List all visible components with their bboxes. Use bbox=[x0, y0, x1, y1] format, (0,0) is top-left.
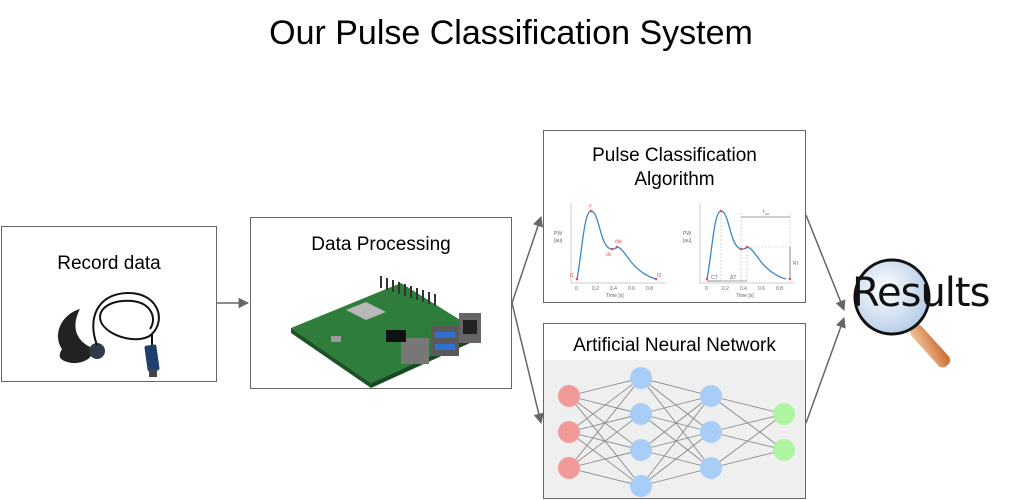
left-xtick: 0.6 bbox=[628, 286, 635, 292]
label-f2: f2 bbox=[657, 273, 661, 279]
results-graphic: Results bbox=[840, 250, 1022, 370]
ann-connection bbox=[568, 377, 642, 469]
label-s: s bbox=[589, 203, 592, 209]
label-dc: dc bbox=[606, 252, 612, 258]
right-yunit: [au] bbox=[683, 238, 692, 244]
left-xtick: 0.8 bbox=[646, 286, 653, 292]
magnifying-glass-icon bbox=[853, 258, 951, 368]
ann-connection bbox=[640, 395, 712, 487]
left-xtick: 0 bbox=[575, 286, 578, 292]
ann-input-node bbox=[558, 457, 580, 479]
arrow-algorithm-to-results bbox=[805, 214, 846, 311]
right-ylabel: PW bbox=[683, 231, 691, 237]
data-processing-box: Data Processing bbox=[250, 217, 512, 389]
ann-diagram bbox=[558, 367, 795, 497]
ann-connection bbox=[568, 449, 642, 469]
ann-connection bbox=[710, 449, 785, 469]
right-xtick: 0.4 bbox=[740, 286, 747, 292]
left-pulse-chart: PW [au] 0 0.2 0.4 0.6 0.8 Time [s] f1 s … bbox=[554, 203, 666, 299]
tdia-sub-label: dia bbox=[765, 212, 769, 216]
ann-hidden-node bbox=[700, 385, 722, 407]
marker-s bbox=[589, 209, 593, 213]
ann-connection bbox=[710, 413, 785, 469]
left-xtick: 0.4 bbox=[610, 286, 617, 292]
ann-connection bbox=[640, 467, 712, 487]
algorithm-label-line2: Algorithm bbox=[634, 169, 715, 190]
ri-label: RI bbox=[793, 261, 798, 267]
ann-connection bbox=[640, 377, 712, 397]
ann-connection bbox=[710, 413, 785, 433]
pulse-sensor-image bbox=[58, 291, 160, 377]
right-xlabel: Time [s] bbox=[736, 293, 754, 299]
ann-output-node bbox=[773, 403, 795, 425]
ann-hidden-node bbox=[700, 457, 722, 479]
right-pulse-chart: PW [au] 0 0.2 0.4 0.6 0.8 Time [s] bbox=[683, 203, 798, 299]
raspberry-pi-image bbox=[291, 276, 481, 388]
ann-connection bbox=[710, 395, 785, 415]
ann-hidden-node bbox=[630, 475, 652, 497]
ann-connection bbox=[568, 413, 642, 469]
diagram-title: Our Pulse Classification System bbox=[269, 14, 753, 52]
ann-connection bbox=[568, 377, 642, 433]
label-dia: dia bbox=[615, 239, 622, 245]
marker-dc bbox=[610, 247, 614, 251]
record-data-label: Record data bbox=[57, 253, 161, 274]
ann-connection bbox=[640, 395, 712, 415]
ann-hidden-node bbox=[700, 421, 722, 443]
ann-input-node bbox=[558, 421, 580, 443]
ann-input-node bbox=[558, 385, 580, 407]
marker-dia bbox=[615, 245, 619, 249]
algorithm-label-line1: Pulse Classification bbox=[592, 145, 757, 166]
left-xtick: 0.2 bbox=[592, 286, 599, 292]
right-pulse-curve bbox=[706, 210, 787, 280]
data-processing-label: Data Processing bbox=[311, 234, 451, 255]
marker-f2 bbox=[654, 277, 658, 281]
ann-diagram-background bbox=[544, 360, 805, 498]
left-xlabel: Time [s] bbox=[606, 293, 624, 299]
arrow-ann-to-results bbox=[805, 317, 846, 424]
ann-connection bbox=[640, 395, 712, 451]
marker-f1 bbox=[575, 277, 579, 281]
tdia-label: t bbox=[763, 209, 765, 215]
right-xtick: 0.2 bbox=[722, 286, 729, 292]
left-ylabel: PW bbox=[554, 231, 562, 237]
label-f1: f1 bbox=[570, 273, 574, 279]
right-xtick: 0.6 bbox=[758, 286, 765, 292]
ann-connection bbox=[640, 431, 712, 487]
right-xtick: 0 bbox=[705, 286, 708, 292]
left-yunit: [au] bbox=[554, 238, 563, 244]
ann-connection bbox=[568, 467, 642, 487]
left-pulse-curve bbox=[576, 210, 657, 280]
record-data-box: Record data bbox=[1, 226, 217, 382]
pulse-classification-algorithm-box: Pulse Classification Algorithm PW [au] 0… bbox=[543, 130, 806, 303]
arrow-processing-to-algorithm bbox=[511, 216, 543, 304]
ct-label: CT bbox=[711, 275, 718, 281]
pulse-wave-charts: PW [au] 0 0.2 0.4 0.6 0.8 Time [s] f1 s … bbox=[554, 203, 798, 299]
arrow-processing-to-ann bbox=[511, 302, 544, 425]
results-label: Results bbox=[852, 270, 990, 316]
ann-output-node bbox=[773, 439, 795, 461]
artificial-neural-network-box: Artificial Neural Network bbox=[543, 323, 806, 499]
right-xtick: 0.8 bbox=[776, 286, 783, 292]
dt-label: ΔT bbox=[730, 275, 736, 281]
ann-hidden-node bbox=[630, 439, 652, 461]
ann-hidden-node bbox=[630, 403, 652, 425]
ann-label: Artificial Neural Network bbox=[573, 335, 776, 356]
ann-connection bbox=[568, 377, 642, 397]
ann-hidden-node bbox=[630, 367, 652, 389]
